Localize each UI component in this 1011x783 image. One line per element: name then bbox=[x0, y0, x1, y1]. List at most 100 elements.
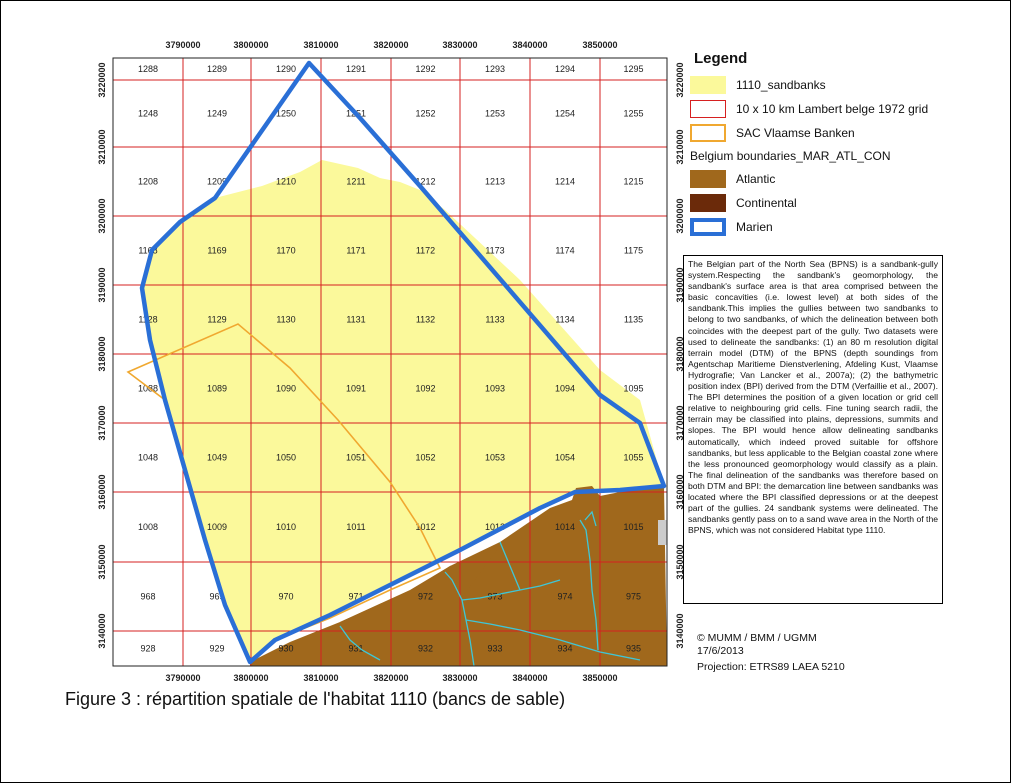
x-tick-label: 3850000 bbox=[582, 40, 617, 50]
grid-cell-label: 1175 bbox=[624, 246, 643, 256]
y-axis-right-labels: 3220000 3210000 3200000 3190000 3180000 31700… bbox=[675, 62, 685, 648]
grid-cell-label: 1049 bbox=[207, 453, 227, 463]
grid-cell-label: 1129 bbox=[207, 315, 226, 325]
grid-cell-label: 1055 bbox=[623, 453, 643, 463]
grid-cell-label: 1090 bbox=[276, 384, 296, 394]
grid-cell-label: 928 bbox=[140, 644, 155, 654]
legend-group-title: Belgium boundaries_MAR_ATL_CON bbox=[690, 149, 891, 163]
grid-cell-label: 1253 bbox=[485, 109, 505, 119]
grid-cell-label: 1211 bbox=[346, 177, 365, 187]
grid-cell-label: 1289 bbox=[207, 64, 227, 74]
x-tick-label: 3850000 bbox=[582, 673, 617, 683]
grid-cell-label: 1170 bbox=[276, 246, 295, 256]
waterway-line bbox=[461, 579, 561, 601]
legend-label: Continental bbox=[736, 196, 797, 210]
x-tick-label: 3800000 bbox=[233, 40, 268, 50]
legend-label: 10 x 10 km Lambert belge 1972 grid bbox=[736, 102, 929, 116]
grid-cell-label: 1095 bbox=[623, 384, 643, 394]
sandbanks-swatch bbox=[690, 76, 726, 94]
grid-cell-label: 973 bbox=[487, 592, 502, 602]
grid-cell-label: 1009 bbox=[207, 522, 227, 532]
y-tick-label: 3160000 bbox=[675, 474, 685, 509]
grid-cell-label: 1210 bbox=[276, 177, 296, 187]
grid-cell-label: 933 bbox=[487, 644, 502, 654]
x-tick-label: 3790000 bbox=[165, 40, 200, 50]
map-border bbox=[112, 57, 668, 667]
legend-label: Atlantic bbox=[736, 172, 776, 186]
grid-cell-label: 1051 bbox=[346, 453, 366, 463]
marien-boundary bbox=[139, 60, 667, 665]
grid-cell-label: 1014 bbox=[555, 522, 575, 532]
grid-cell-label: 1169 bbox=[207, 246, 226, 256]
marien-swatch bbox=[690, 218, 726, 236]
grid-cell-label: 1092 bbox=[415, 384, 435, 394]
grid-cell-label: 1249 bbox=[207, 109, 227, 119]
credits-date: 17/6/2013 bbox=[697, 644, 744, 657]
x-tick-label: 3810000 bbox=[303, 673, 338, 683]
grid-cell-label: 929 bbox=[209, 644, 224, 654]
grid-cell-label: 1052 bbox=[415, 453, 435, 463]
y-tick-label: 3220000 bbox=[675, 62, 685, 97]
grid-cell-label: 1255 bbox=[623, 109, 643, 119]
legend: Legend 1110_sandbanks 10 x 10 km Lambert… bbox=[690, 50, 950, 239]
grid-cell-label: 1011 bbox=[346, 522, 365, 532]
description-box: The Belgian part of the North Sea (BPNS)… bbox=[683, 255, 943, 604]
y-tick-label: 3140000 bbox=[97, 613, 107, 648]
x-tick-label: 3810000 bbox=[303, 40, 338, 50]
grid-cell-label: 1288 bbox=[138, 64, 158, 74]
atlantic-swatch bbox=[690, 170, 726, 188]
grid-cell-label: 1133 bbox=[485, 315, 504, 325]
waterway-line bbox=[579, 519, 599, 651]
y-tick-label: 3140000 bbox=[675, 613, 685, 648]
grid-cell-label: 1008 bbox=[138, 522, 158, 532]
grid-cell-label: 1010 bbox=[276, 522, 296, 532]
grid-cell-label: 1252 bbox=[415, 109, 435, 119]
grid-cell-label: 1131 bbox=[346, 315, 365, 325]
grid-cell-label: 972 bbox=[418, 592, 433, 602]
y-tick-label: 3200000 bbox=[97, 198, 107, 233]
y-tick-label: 3210000 bbox=[675, 129, 685, 164]
legend-label: SAC Vlaamse Banken bbox=[736, 126, 855, 140]
grid-cell-label: 1013 bbox=[485, 522, 505, 532]
grid-cell-label: 968 bbox=[140, 592, 155, 602]
x-tick-label: 3800000 bbox=[233, 673, 268, 683]
grid-cell-label: 971 bbox=[348, 592, 363, 602]
y-tick-label: 3180000 bbox=[675, 336, 685, 371]
x-tick-label: 3820000 bbox=[373, 673, 408, 683]
legend-label: 1110_sandbanks bbox=[736, 78, 826, 92]
waterway-line bbox=[465, 619, 641, 661]
grid-cell-label: 1212 bbox=[415, 177, 435, 187]
grid-cell-label: 930 bbox=[278, 644, 293, 654]
sac-swatch bbox=[690, 124, 726, 142]
grid-cell-label: 1254 bbox=[555, 109, 575, 119]
y-tick-label: 3190000 bbox=[675, 267, 685, 302]
figure-caption: Figure 3 : répartition spatiale de l'hab… bbox=[65, 689, 566, 709]
grid-cell-label: 1172 bbox=[416, 246, 435, 256]
grid-cell-label: 1134 bbox=[555, 315, 574, 325]
y-tick-label: 3170000 bbox=[97, 405, 107, 440]
y-tick-label: 3170000 bbox=[675, 405, 685, 440]
grid-swatch bbox=[690, 100, 726, 118]
grid-cell-label: 1292 bbox=[415, 64, 435, 74]
grid-cell-label: 1135 bbox=[624, 315, 643, 325]
grid-cell-label: 1213 bbox=[485, 177, 505, 187]
grid-cell-label: 1088 bbox=[138, 384, 158, 394]
grid-cell-label: 1209 bbox=[207, 177, 227, 187]
grid-cell-label: 934 bbox=[557, 644, 572, 654]
y-tick-label: 3200000 bbox=[675, 198, 685, 233]
credits-projection: Projection: ETRS89 LAEA 5210 bbox=[697, 661, 845, 673]
y-tick-label: 3150000 bbox=[675, 544, 685, 579]
grid-cell-label: 1054 bbox=[555, 453, 575, 463]
waterways bbox=[339, 510, 641, 666]
grid-cell-label: 935 bbox=[626, 644, 641, 654]
y-tick-label: 3220000 bbox=[97, 62, 107, 97]
y-tick-label: 3150000 bbox=[97, 544, 107, 579]
grid-cell-label: 1171 bbox=[346, 246, 365, 256]
y-axis-left-labels: 3220000321000032000003190000318000031700… bbox=[97, 62, 107, 648]
grid-cell-label: 969 bbox=[209, 592, 224, 602]
x-tick-label: 3840000 bbox=[512, 673, 547, 683]
y-tick-label: 3190000 bbox=[97, 267, 107, 302]
legend-item-sandbanks: 1110_sandbanks bbox=[690, 73, 950, 97]
